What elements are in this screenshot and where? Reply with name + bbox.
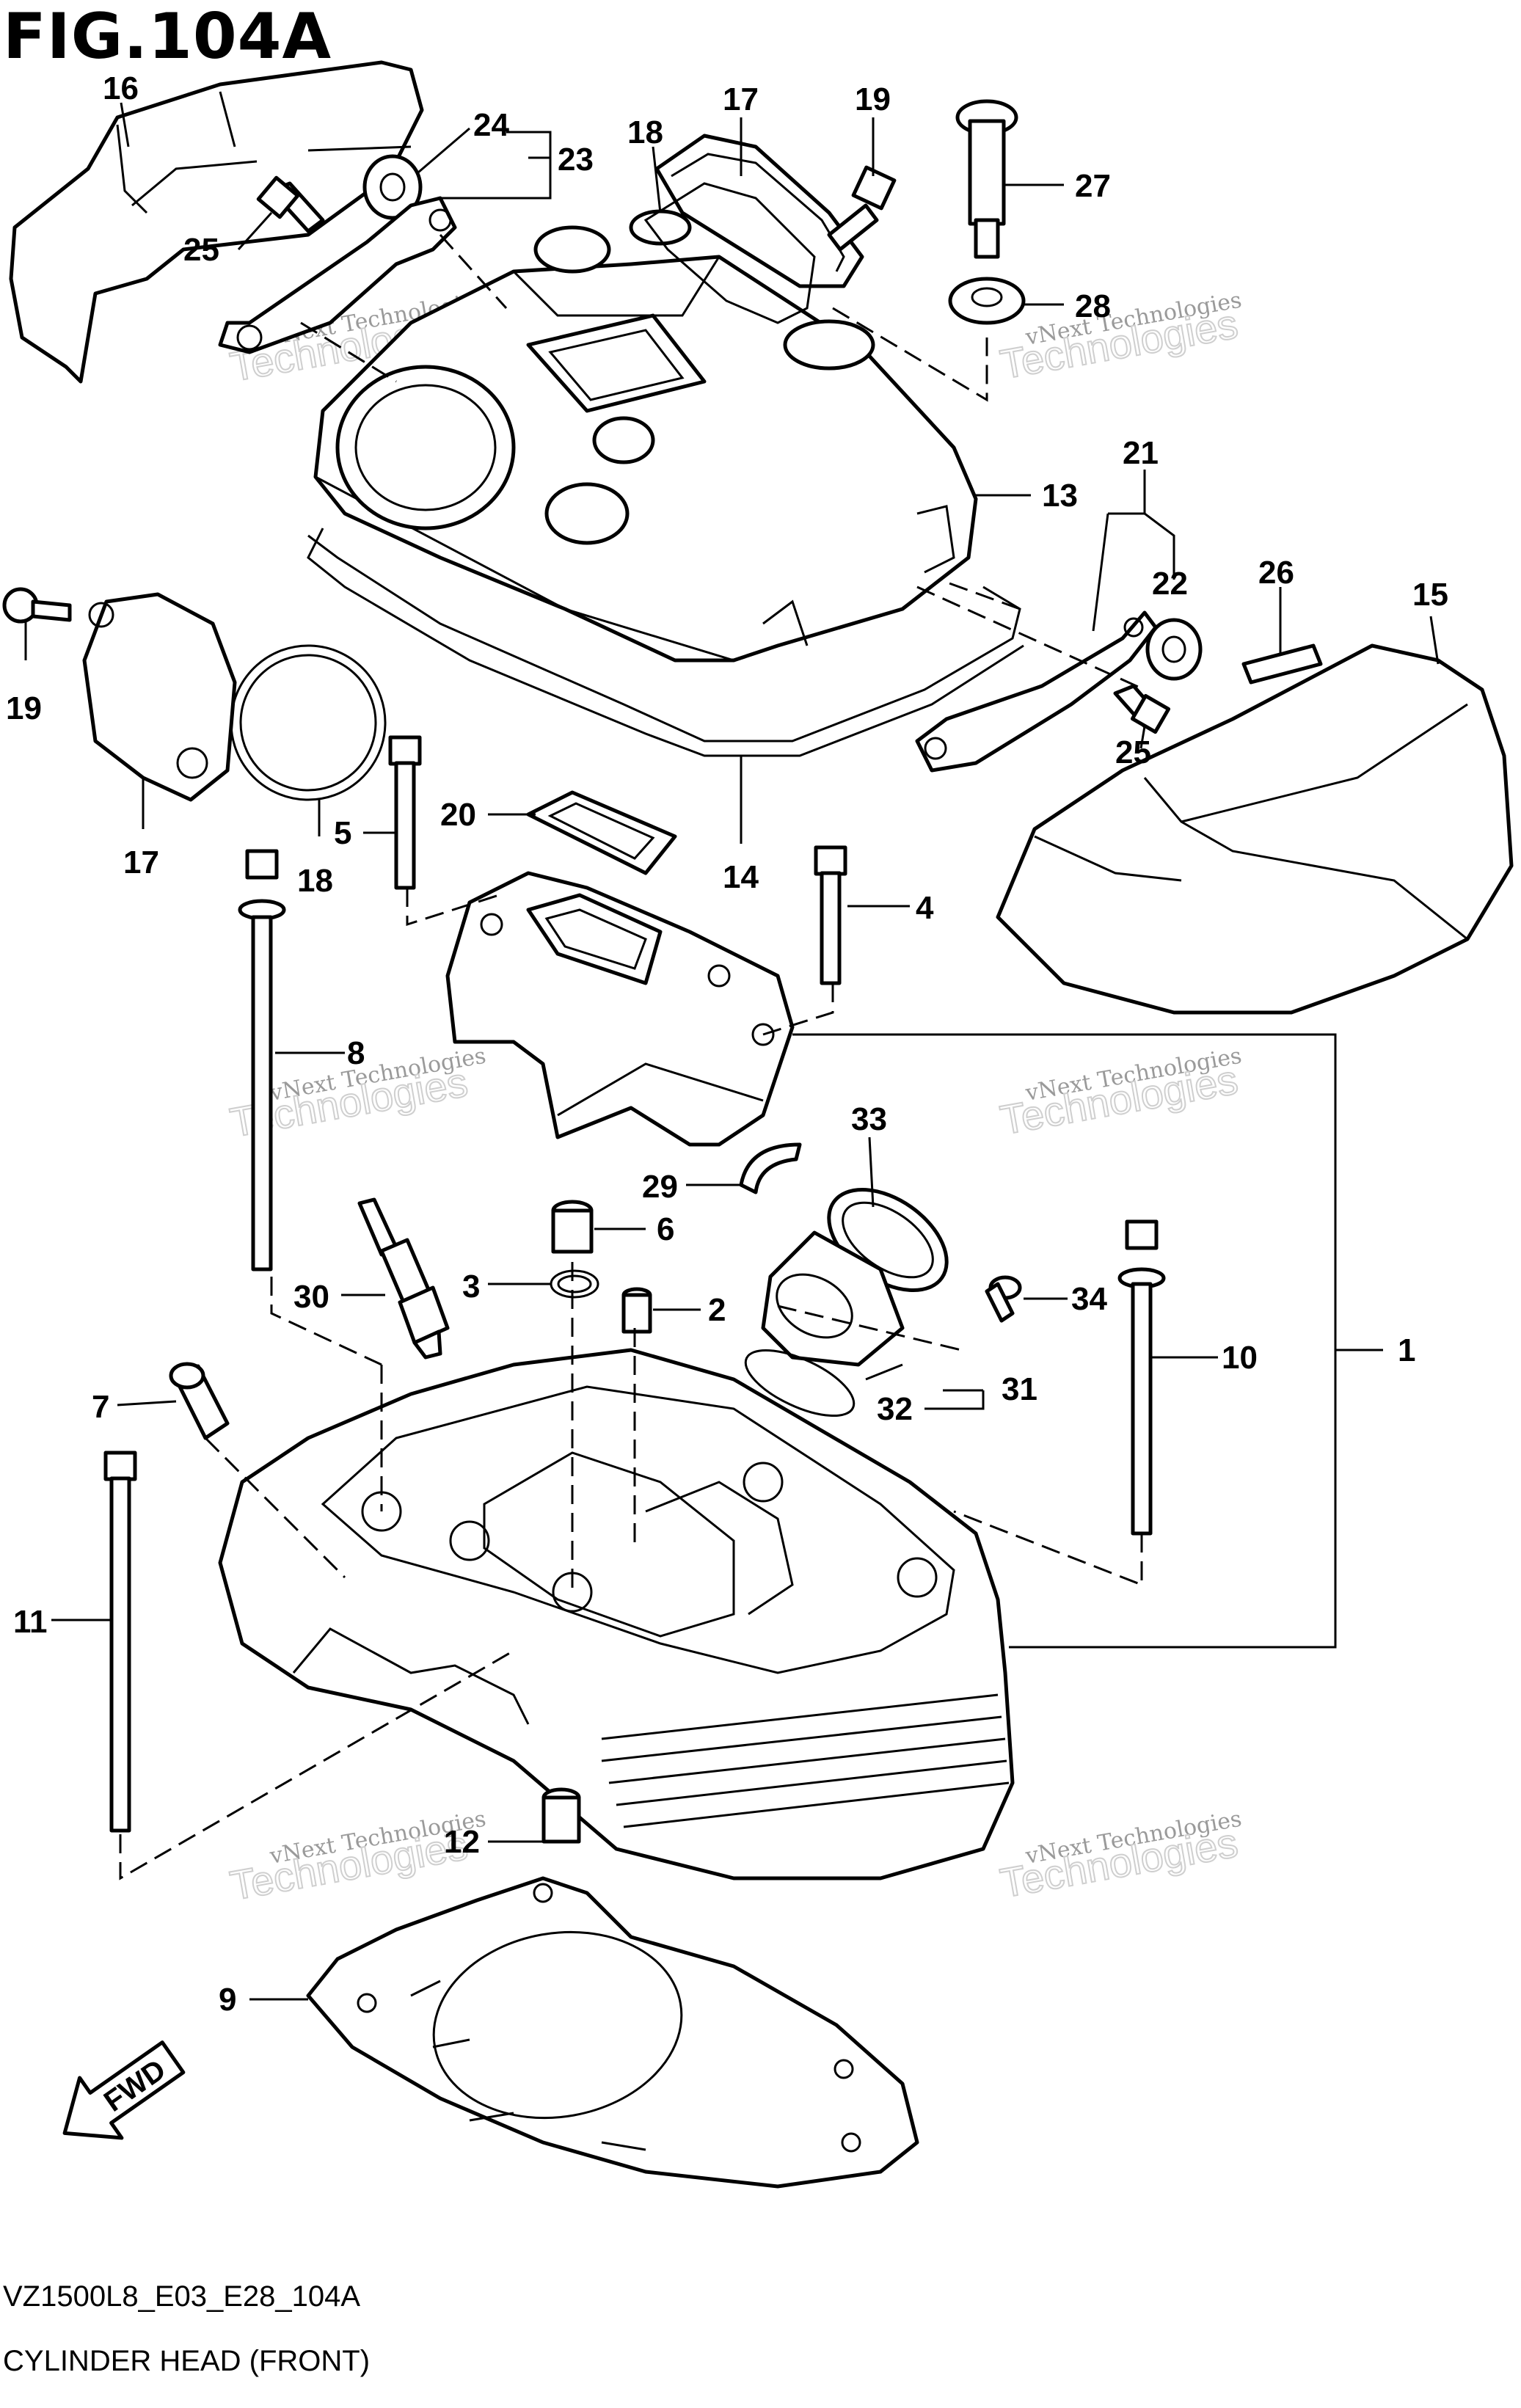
part-4-bolt bbox=[814, 845, 847, 985]
callout-19-left: 19 bbox=[6, 690, 42, 726]
callout-25-right: 25 bbox=[1115, 734, 1151, 770]
part-29-clip bbox=[739, 1142, 802, 1194]
callout-34: 34 bbox=[1071, 1281, 1107, 1317]
callout-10: 10 bbox=[1222, 1340, 1258, 1376]
callout-18-left: 18 bbox=[297, 863, 333, 899]
callout-26: 26 bbox=[1258, 555, 1294, 591]
part-17-cap-left bbox=[82, 592, 237, 802]
watermark-6: vNext Technologies Technologies bbox=[996, 1806, 1244, 1907]
figure-code: VZ1500L8_E03_E28_104A bbox=[3, 2280, 361, 2313]
part-14-head-cover-gasket bbox=[307, 528, 1024, 757]
callout-19-upper: 19 bbox=[855, 81, 891, 117]
callout-31: 31 bbox=[1002, 1371, 1037, 1407]
part-24-grommet bbox=[362, 154, 423, 220]
part-11-bolt bbox=[103, 1451, 137, 1833]
callout-7: 7 bbox=[92, 1389, 109, 1425]
callout-21: 21 bbox=[1123, 435, 1159, 471]
part-28-washer bbox=[948, 277, 1026, 325]
callout-30: 30 bbox=[293, 1279, 329, 1315]
callout-14: 14 bbox=[723, 859, 759, 895]
figure-title: FIG.104A bbox=[3, 0, 332, 73]
watermark-2: vNext Technologies Technologies bbox=[996, 288, 1244, 388]
leader-lines bbox=[24, 102, 1440, 2001]
part-7-plug bbox=[169, 1362, 230, 1440]
callout-29: 29 bbox=[642, 1169, 678, 1205]
part-17-cap-upper bbox=[654, 134, 864, 288]
part-25-bolt-left bbox=[256, 175, 325, 233]
callout-12: 12 bbox=[444, 1824, 480, 1860]
part-25-bolt-right bbox=[1113, 684, 1171, 734]
part-1-cylinder-head bbox=[218, 1348, 1015, 1880]
part-16-side-cover-left bbox=[9, 60, 424, 384]
callout-16: 16 bbox=[103, 70, 139, 106]
callout-13: 13 bbox=[1042, 478, 1078, 514]
part-8-long-bolt bbox=[238, 849, 286, 1272]
fwd-arrow-icon: FWD bbox=[62, 2040, 186, 2140]
callout-5: 5 bbox=[334, 815, 351, 851]
camshaft-holder bbox=[445, 871, 795, 1147]
part-20-gasket bbox=[526, 790, 677, 875]
part-34-screw bbox=[985, 1275, 1022, 1323]
callout-20: 20 bbox=[440, 797, 476, 833]
callout-9: 9 bbox=[219, 1982, 236, 2018]
callout-33: 33 bbox=[851, 1101, 887, 1137]
callout-6: 6 bbox=[657, 1211, 674, 1247]
callout-25-left: 25 bbox=[183, 232, 219, 268]
part-27-bolt bbox=[955, 99, 1018, 259]
part-26-pad bbox=[1241, 643, 1323, 685]
callout-3: 3 bbox=[462, 1269, 480, 1305]
part-12-dowel bbox=[541, 1787, 581, 1844]
watermark-4: vNext Technologies Technologies bbox=[996, 1043, 1244, 1144]
callout-23: 23 bbox=[558, 142, 594, 178]
callout-labels: 16 24 23 25 18 17 19 27 28 13 21 22 26 1… bbox=[6, 70, 1448, 2018]
callout-18-upper: 18 bbox=[627, 114, 663, 150]
part-3-oring bbox=[550, 1269, 599, 1299]
assembly-lines bbox=[119, 233, 1145, 1880]
callout-8: 8 bbox=[347, 1035, 365, 1071]
part-15-side-cover-right bbox=[996, 643, 1514, 1015]
callout-17-upper: 17 bbox=[723, 81, 759, 117]
callout-15: 15 bbox=[1412, 577, 1448, 613]
part-19-bolt-upper bbox=[827, 165, 897, 252]
callout-27: 27 bbox=[1075, 168, 1111, 204]
callout-32: 32 bbox=[877, 1391, 913, 1427]
part-31-intake-pipe bbox=[761, 1230, 905, 1367]
part-9-head-gasket bbox=[306, 1876, 919, 2189]
part-5-bolt bbox=[388, 735, 422, 890]
part-30-spark-plug bbox=[357, 1197, 450, 1360]
part-18-oring-left bbox=[230, 644, 387, 801]
callout-4: 4 bbox=[916, 890, 934, 926]
part-10-long-bolt bbox=[1117, 1219, 1166, 1536]
part-6-dowel bbox=[551, 1200, 594, 1254]
part-22-grommet bbox=[1145, 618, 1203, 681]
part-2-dowel bbox=[621, 1287, 652, 1334]
callout-28: 28 bbox=[1075, 288, 1111, 324]
figure-caption: CYLINDER HEAD (FRONT) bbox=[3, 2345, 371, 2377]
part-13-cylinder-head-cover bbox=[313, 209, 978, 663]
callout-24: 24 bbox=[473, 107, 509, 143]
callout-11: 11 bbox=[13, 1604, 48, 1640]
callout-17-left: 17 bbox=[123, 844, 159, 880]
callout-2: 2 bbox=[708, 1292, 726, 1328]
part-18-oring-upper bbox=[643, 182, 816, 324]
part-19-bolt-left bbox=[2, 587, 72, 624]
part-32-oring bbox=[744, 1349, 856, 1418]
callout-1: 1 bbox=[1398, 1332, 1415, 1368]
callout-22: 22 bbox=[1152, 566, 1188, 602]
